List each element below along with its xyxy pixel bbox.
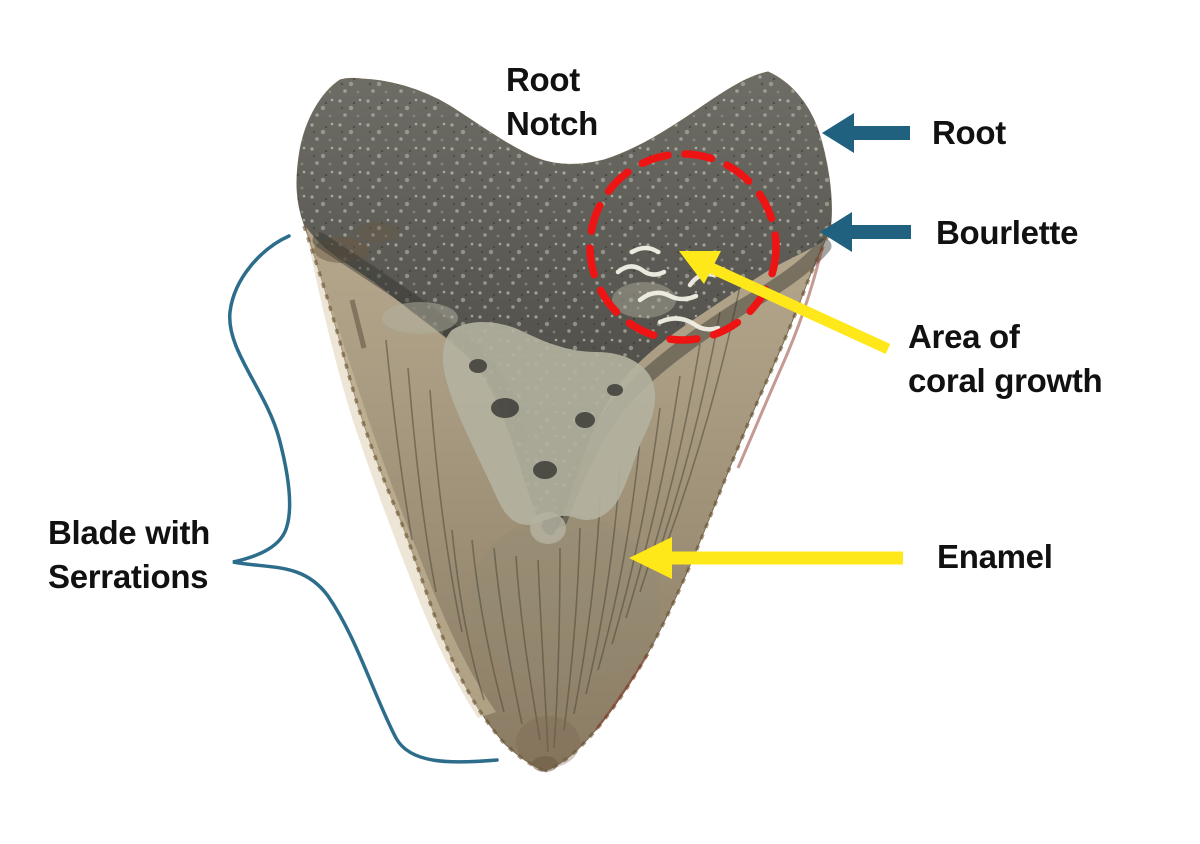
blade-serrated-edges	[302, 223, 833, 773]
bourlette-arrow-icon	[820, 212, 911, 252]
label-blade-serrations-line1: Blade with	[48, 514, 211, 551]
enamel-striations	[385, 285, 741, 753]
label-blade-serrations-line2: Serrations	[48, 558, 209, 595]
edge-red-tint	[736, 247, 824, 469]
root-speckle-texture	[296, 72, 832, 536]
coral-mottle-patch	[612, 282, 676, 318]
label-coral-growth-line2: coral growth	[908, 362, 1103, 399]
tooth-photo	[296, 71, 833, 773]
label-root-notch: Root Notch	[506, 58, 598, 146]
coral-mottle-patch	[382, 302, 458, 334]
root-arrow-icon	[822, 113, 910, 153]
label-coral-growth: Area of coral growth	[908, 315, 1103, 403]
label-bourlette: Bourlette	[936, 214, 1079, 251]
root-brown-patch	[314, 237, 370, 263]
coral-mottle-patch	[442, 321, 656, 525]
blade-shadow-streak	[349, 299, 367, 349]
label-enamel: Enamel	[937, 538, 1053, 575]
label-root: Root	[932, 114, 1006, 151]
serrations-brace	[228, 234, 499, 764]
label-coral-growth-line1: Area of	[908, 318, 1020, 355]
mottle-dark-holes	[469, 359, 623, 479]
coral-growth-arrow	[679, 251, 891, 354]
tip-shading	[516, 716, 580, 768]
coral-mottle-patch	[530, 512, 566, 544]
root-brown-patch	[356, 222, 400, 242]
label-root-notch-line1: Root	[506, 61, 580, 98]
tip-shading	[532, 756, 558, 772]
enamel-arrow	[629, 537, 903, 579]
coral-growth-dashed-circle	[586, 150, 780, 344]
label-blade-serrations: Blade with Serrations	[48, 511, 210, 599]
label-root-notch-line2: Notch	[506, 105, 598, 142]
edge-red-tint	[594, 653, 650, 731]
